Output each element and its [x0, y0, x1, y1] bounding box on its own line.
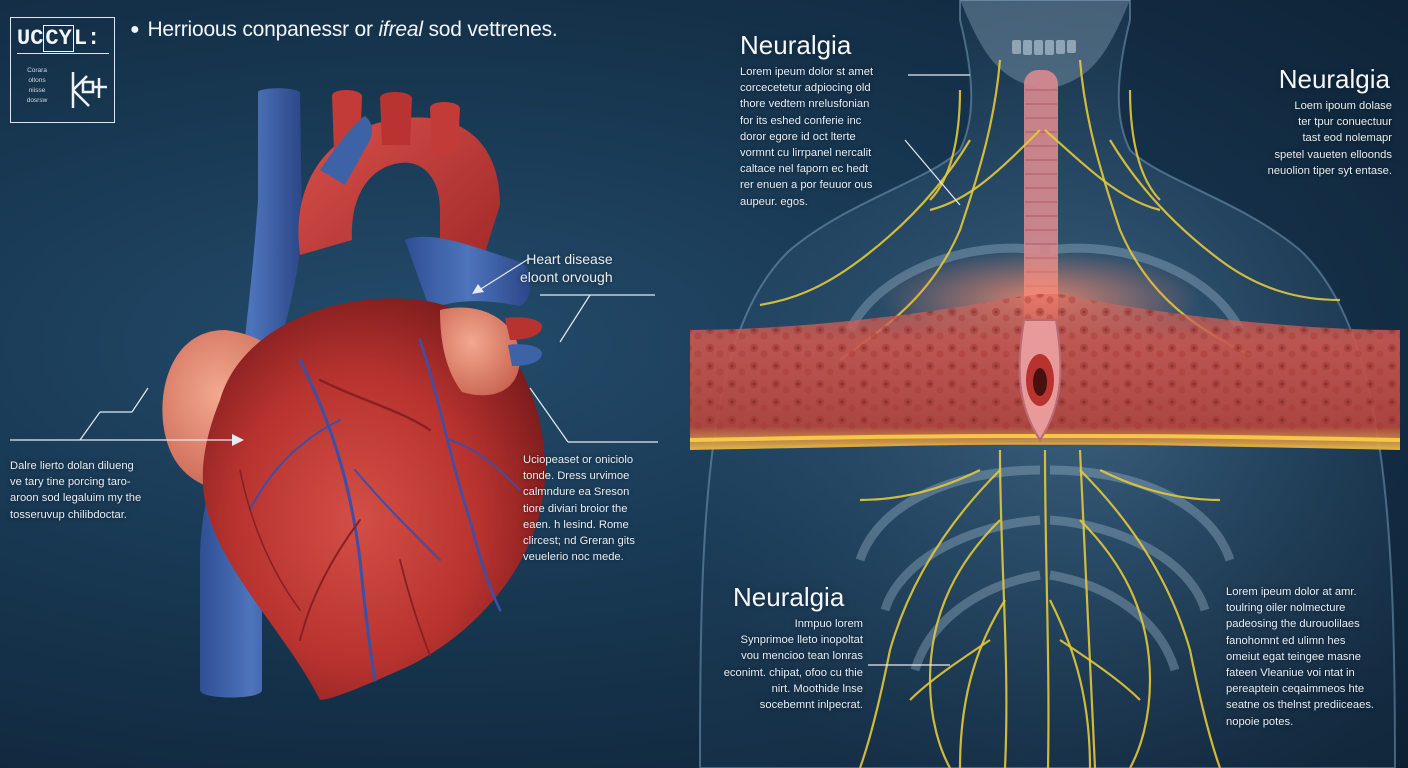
- heart-illustration: [162, 88, 546, 700]
- middle-description: Uciopeaset or oniciolo tonde. Dress urvi…: [523, 454, 635, 564]
- arrow-head-heart: [472, 284, 484, 294]
- logo-emblem-icon: [71, 72, 107, 108]
- neuralgia-text-bottom: Inmpuo lorem Synprimoe lleto inopoltat v…: [723, 618, 863, 712]
- leader-lines-left: [10, 257, 658, 443]
- tissue-cross-section: [689, 250, 1401, 450]
- teeth: [1012, 40, 1076, 55]
- neuralgia-text-top-left: Lorem ipeum dolor st amet corcecetetur a…: [740, 66, 874, 208]
- page-title: ●Herrioous conpanessr or ifreal sod vett…: [130, 18, 558, 41]
- bottom-right-description: Lorem ipeum dolor at amr. toulring oiler…: [1226, 586, 1375, 728]
- heart-disease-label: Heart disease eloont orvough: [520, 251, 613, 285]
- neuralgia-heading-top-left: Neuralgia: [740, 30, 852, 60]
- logo-caption: Corara oltons niisse dosrsw: [26, 67, 48, 104]
- neuralgia-heading-top-right: Neuralgia: [1278, 64, 1390, 94]
- bullet-icon: ●: [130, 21, 140, 38]
- leader-lines-right: [868, 74, 970, 666]
- logo-box: UCCYL: Corara oltons niisse dosrsw: [10, 17, 115, 123]
- neuralgia-heading-bottom: Neuralgia: [733, 582, 845, 612]
- arrow-head-left: [232, 434, 244, 446]
- left-description: Dalre lierto dolan dilueng ve tary tine …: [10, 460, 142, 521]
- logo-mark: UCCYL:: [17, 24, 109, 54]
- coronary-vessels: [239, 338, 521, 682]
- neuralgia-text-top-right: Loem ipoum dolase ter tpur conuectuur ta…: [1267, 100, 1392, 177]
